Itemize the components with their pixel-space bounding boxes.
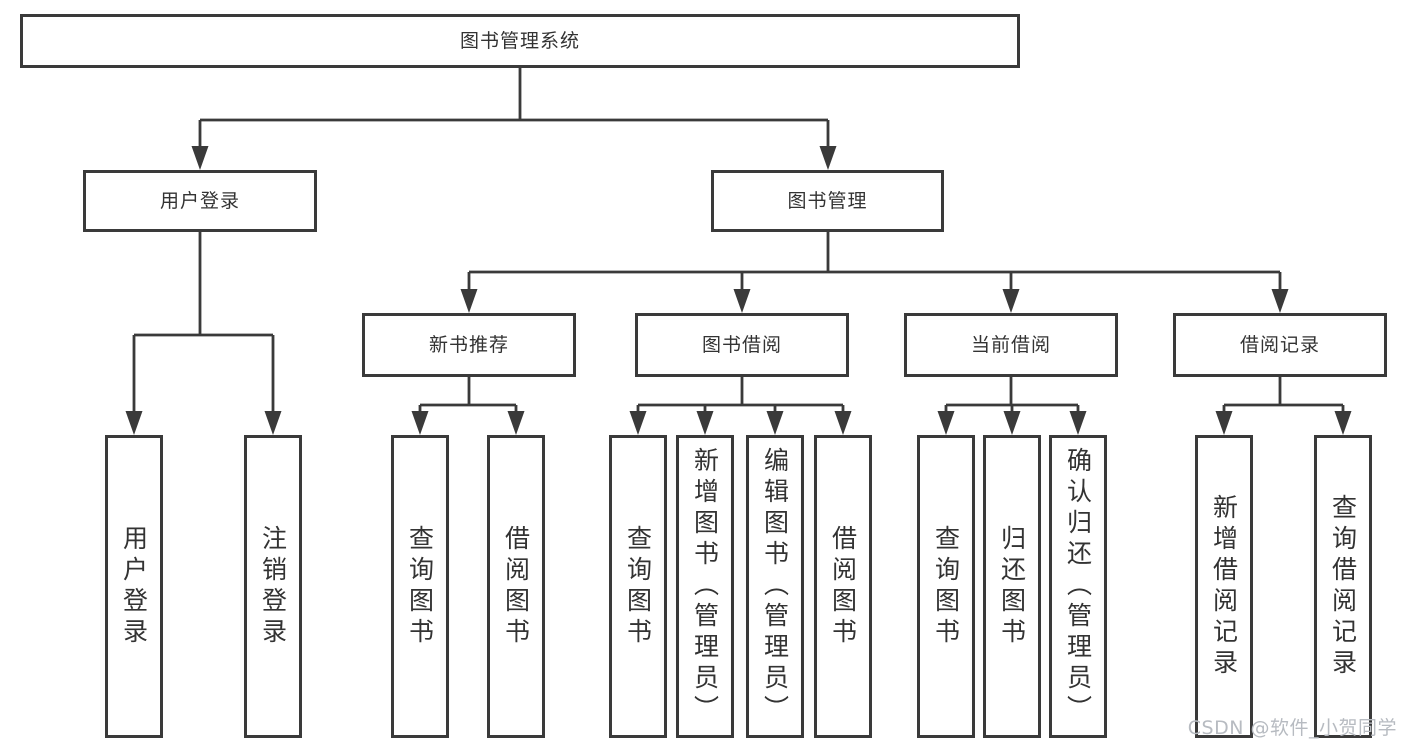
node-new-book-recommendation: 新书推荐 (362, 313, 576, 377)
node-leaf-borrow-books-1: 借阅图书 (487, 435, 545, 738)
node-label: 新增图书（管理员） (690, 447, 720, 726)
node-label: 归还图书 (997, 524, 1027, 649)
node-leaf-logout: 注销登录 (244, 435, 302, 738)
node-leaf-query-books-3: 查询图书 (917, 435, 975, 738)
node-label: 查询图书 (931, 524, 961, 649)
node-leaf-return-books: 归还图书 (983, 435, 1041, 738)
node-leaf-borrow-books-2: 借阅图书 (814, 435, 872, 738)
node-label: 查询图书 (405, 524, 435, 649)
node-label: 用户登录 (119, 524, 149, 649)
node-borrowing-records: 借阅记录 (1173, 313, 1387, 377)
node-label: 图书管理 (787, 189, 868, 212)
node-label: 编辑图书（管理员） (760, 447, 790, 726)
node-book-management-branch: 图书管理 (711, 170, 944, 232)
node-leaf-add-books-admin: 新增图书（管理员） (676, 435, 734, 738)
node-label: 图书管理系统 (459, 29, 580, 52)
node-label: 借阅记录 (1239, 333, 1320, 356)
node-leaf-query-books-1: 查询图书 (391, 435, 449, 738)
node-label: 当前借阅 (970, 333, 1051, 356)
csdn-watermark: CSDN @软件_小贺同学 (1187, 717, 1397, 739)
node-leaf-query-borrow-record: 查询借阅记录 (1314, 435, 1372, 738)
node-leaf-user-login: 用户登录 (105, 435, 163, 738)
node-label: 确认归还（管理员） (1063, 447, 1093, 726)
node-label: 用户登录 (159, 189, 240, 212)
node-leaf-query-books-2: 查询图书 (609, 435, 667, 738)
node-current-borrowing: 当前借阅 (904, 313, 1118, 377)
node-leaf-confirm-return-admin: 确认归还（管理员） (1049, 435, 1107, 738)
node-label: 借阅图书 (828, 524, 858, 649)
node-label: 新书推荐 (428, 333, 509, 356)
node-leaf-add-borrow-record: 新增借阅记录 (1195, 435, 1253, 738)
node-leaf-edit-books-admin: 编辑图书（管理员） (746, 435, 804, 738)
node-root-system: 图书管理系统 (20, 14, 1020, 68)
node-label: 注销登录 (258, 524, 288, 649)
node-label: 借阅图书 (501, 524, 531, 649)
node-user-login-branch: 用户登录 (83, 170, 317, 232)
node-book-borrowing: 图书借阅 (635, 313, 849, 377)
node-label: 查询图书 (623, 524, 653, 649)
node-label: 新增借阅记录 (1209, 493, 1239, 680)
node-label: 图书借阅 (701, 333, 782, 356)
node-label: 查询借阅记录 (1328, 493, 1358, 680)
